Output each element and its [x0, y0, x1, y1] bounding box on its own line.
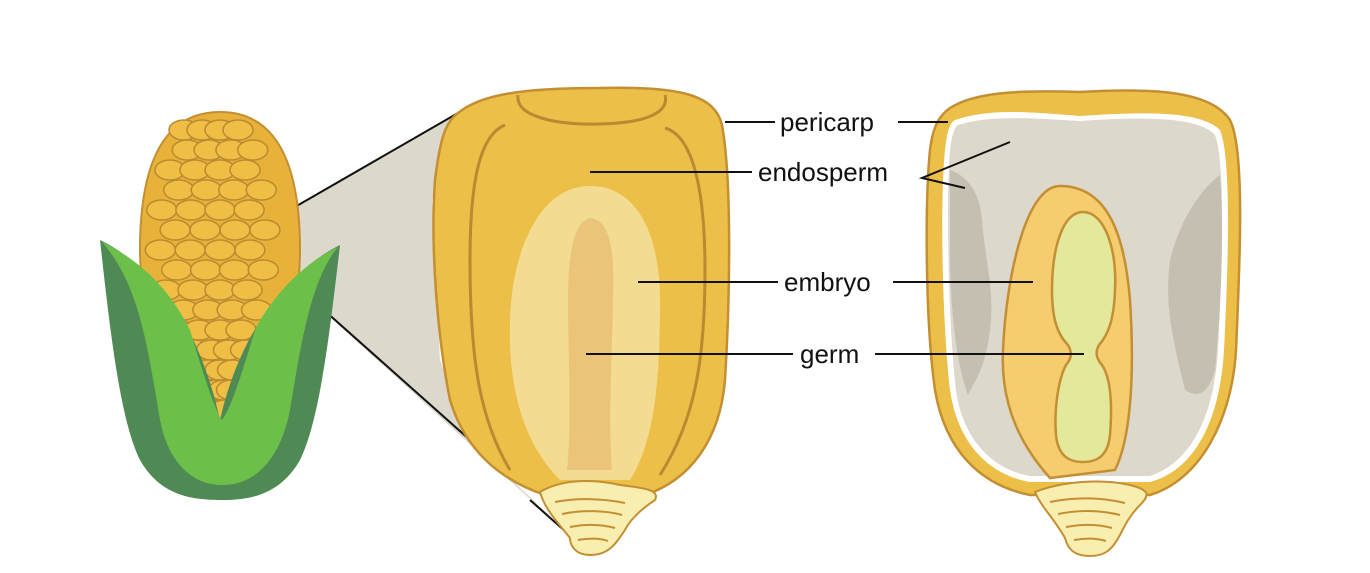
cob-kernel [189, 259, 222, 281]
label-embryo: embryo [784, 267, 871, 297]
kernel-right-ridge [658, 126, 707, 476]
cob-kernel [222, 119, 254, 141]
cob-kernel [177, 279, 209, 301]
kernel-top-crease [516, 94, 667, 126]
husk-light [102, 242, 338, 485]
cob-kernel [204, 199, 236, 221]
endosperm-dark-right [1168, 175, 1223, 394]
cob-kernel [233, 199, 265, 221]
kernel-base-ridges [554, 498, 626, 542]
cob-kernel [175, 199, 207, 221]
cob-kernel [189, 219, 221, 241]
cob-kernel [174, 239, 206, 261]
cross-section-base-ridges [1049, 497, 1126, 542]
cob-kernel [247, 259, 280, 281]
label-pericarp: pericarp [780, 107, 874, 137]
zoom-projection [255, 113, 575, 540]
cob-kernel [162, 179, 195, 201]
endosperm-leader-right [918, 141, 1011, 189]
cob-kernel [229, 159, 261, 181]
cob-kernel [234, 239, 266, 261]
kernel-base-cap [538, 479, 657, 557]
cob-kernel [145, 199, 178, 221]
label-germ: germ [800, 339, 859, 369]
cob-kernel [249, 219, 281, 241]
cob-kernel [144, 239, 177, 261]
kernel-exterior [432, 86, 731, 557]
cob-kernel [218, 179, 250, 201]
kernel-left-ridge [468, 123, 512, 471]
cob-kernel [245, 179, 278, 201]
germ-region-exterior [567, 218, 614, 470]
cob-kernel [219, 219, 251, 241]
cob-kernel [231, 279, 263, 301]
label-endosperm: endosperm [758, 157, 888, 187]
corn-cob [100, 110, 340, 500]
cob-kernel [204, 279, 236, 301]
cob-kernel [204, 239, 236, 261]
cob-kernel [160, 259, 193, 281]
kernel-cross-section [925, 89, 1242, 558]
cross-section-base-cap [1033, 480, 1148, 558]
cob-kernel [159, 219, 191, 241]
cob-kernel [237, 139, 269, 161]
germ [1050, 210, 1117, 464]
cob-kernel [218, 259, 251, 281]
cob-kernel [190, 179, 222, 201]
